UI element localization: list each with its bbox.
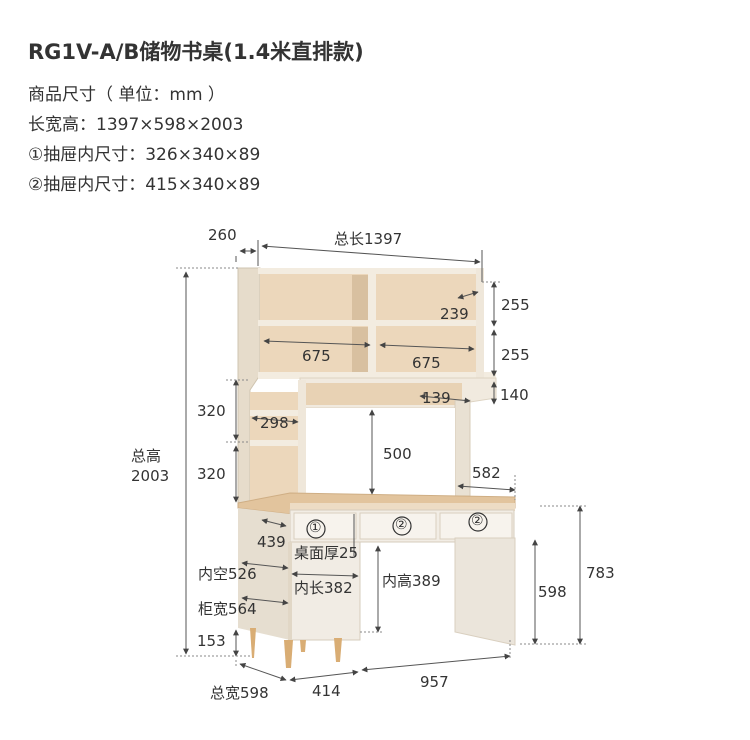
product-title: RG1V-A/B储物书桌(1.4米直排款) bbox=[28, 40, 364, 64]
dim-total-length: 总长1397 bbox=[334, 230, 403, 248]
dim-153: 153 bbox=[197, 632, 226, 650]
inner-space: 内空526 bbox=[198, 565, 257, 583]
dim-260: 260 bbox=[208, 226, 237, 244]
inner-length: 内长382 bbox=[294, 579, 353, 597]
dim-320-upper: 320 bbox=[197, 402, 226, 420]
total-height-label: 总高 bbox=[131, 447, 162, 465]
dim-140: 140 bbox=[500, 386, 529, 404]
dim-675-right: 675 bbox=[412, 354, 441, 372]
total-width: 总宽598 bbox=[210, 684, 269, 702]
dim-957: 957 bbox=[420, 673, 449, 691]
dim-675-left: 675 bbox=[302, 347, 331, 365]
dim-139: 139 bbox=[422, 389, 451, 407]
spec-drawer-2: ②抽屉内尺寸：415×340×89 bbox=[28, 175, 261, 195]
cabinet-width: 柜宽564 bbox=[198, 600, 257, 618]
dim-298: 298 bbox=[260, 414, 289, 432]
spec-overall: 长宽高：1397×598×2003 bbox=[28, 115, 244, 135]
inner-height: 内高389 bbox=[382, 572, 441, 590]
dim-239: 239 bbox=[440, 305, 469, 323]
dim-783: 783 bbox=[586, 564, 615, 582]
desk-thickness: 桌面厚25 bbox=[294, 544, 359, 562]
total-height-value: 2003 bbox=[131, 467, 170, 485]
dim-414: 414 bbox=[312, 682, 341, 700]
spec-drawer-1: ①抽屉内尺寸：326×340×89 bbox=[28, 145, 261, 165]
dim-500: 500 bbox=[383, 445, 412, 463]
dim-255-middle: 255 bbox=[501, 346, 530, 364]
drawer-marker-1: ① bbox=[309, 520, 322, 536]
dim-598-height: 598 bbox=[538, 583, 567, 601]
drawer-marker-2-right: ② bbox=[471, 513, 484, 529]
dim-582: 582 bbox=[472, 464, 501, 482]
dim-320-lower: 320 bbox=[197, 465, 226, 483]
dim-255-top: 255 bbox=[501, 296, 530, 314]
drawer-marker-2-left: ② bbox=[395, 517, 408, 533]
dim-439: 439 bbox=[257, 533, 286, 551]
spec-unit: 商品尺寸（ 单位：mm ） bbox=[28, 85, 225, 105]
